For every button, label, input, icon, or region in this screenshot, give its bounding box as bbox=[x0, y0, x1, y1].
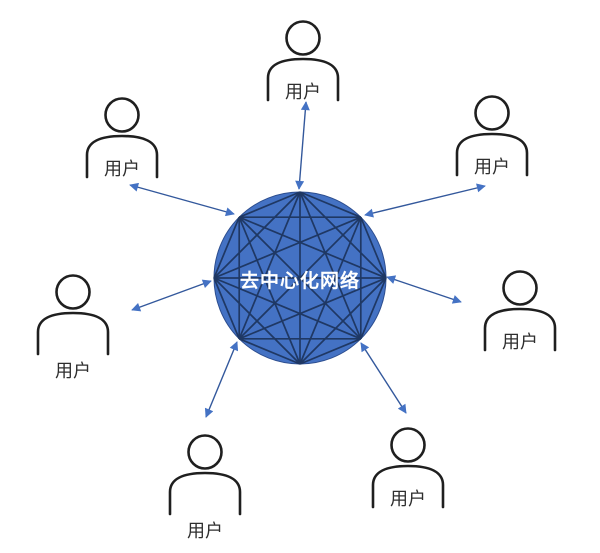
user-bottom-left: 用户 bbox=[160, 430, 250, 542]
user-top-left: 用户 bbox=[77, 93, 167, 205]
person-icon bbox=[36, 274, 110, 356]
connection-arrow bbox=[295, 101, 310, 190]
user-left: 用户 bbox=[28, 270, 118, 382]
user-label: 用户 bbox=[390, 489, 426, 510]
mesh-line bbox=[213, 216, 240, 279]
mesh-line bbox=[238, 191, 301, 218]
connection-arrow bbox=[131, 279, 212, 312]
person-icon bbox=[455, 95, 529, 177]
mesh-line bbox=[238, 216, 362, 340]
mesh-line bbox=[213, 277, 240, 340]
person-icon bbox=[371, 427, 445, 509]
person-icon bbox=[85, 97, 159, 179]
mesh-line bbox=[360, 216, 387, 279]
user-label: 用户 bbox=[474, 157, 510, 178]
user-label: 用户 bbox=[55, 361, 91, 382]
user-top: 用户 bbox=[258, 16, 348, 128]
person-icon bbox=[266, 20, 340, 102]
person-icon bbox=[168, 434, 242, 516]
user-label: 用户 bbox=[187, 521, 223, 542]
network-mesh bbox=[213, 191, 387, 365]
user-label: 用户 bbox=[285, 82, 321, 103]
network-label: 去中心化网络 bbox=[239, 270, 360, 292]
user-label: 用户 bbox=[502, 332, 538, 353]
connection-arrow bbox=[204, 341, 239, 418]
user-right: 用户 bbox=[475, 266, 565, 378]
mesh-line bbox=[238, 216, 387, 279]
mesh-line bbox=[299, 338, 362, 365]
person-icon bbox=[483, 270, 557, 352]
mesh-line bbox=[299, 191, 362, 218]
connection-arrow bbox=[364, 183, 486, 218]
user-bottom-right: 用户 bbox=[363, 423, 453, 535]
mesh-line bbox=[213, 277, 301, 365]
connection-arrow bbox=[386, 275, 462, 304]
connection-arrow bbox=[360, 342, 407, 414]
mesh-line bbox=[238, 338, 301, 365]
connection-arrow bbox=[129, 182, 235, 217]
connection-arrows bbox=[129, 101, 486, 418]
mesh-line bbox=[238, 216, 301, 365]
user-top-right: 用户 bbox=[447, 91, 537, 203]
user-label: 用户 bbox=[104, 159, 140, 180]
mesh-line bbox=[360, 277, 387, 340]
